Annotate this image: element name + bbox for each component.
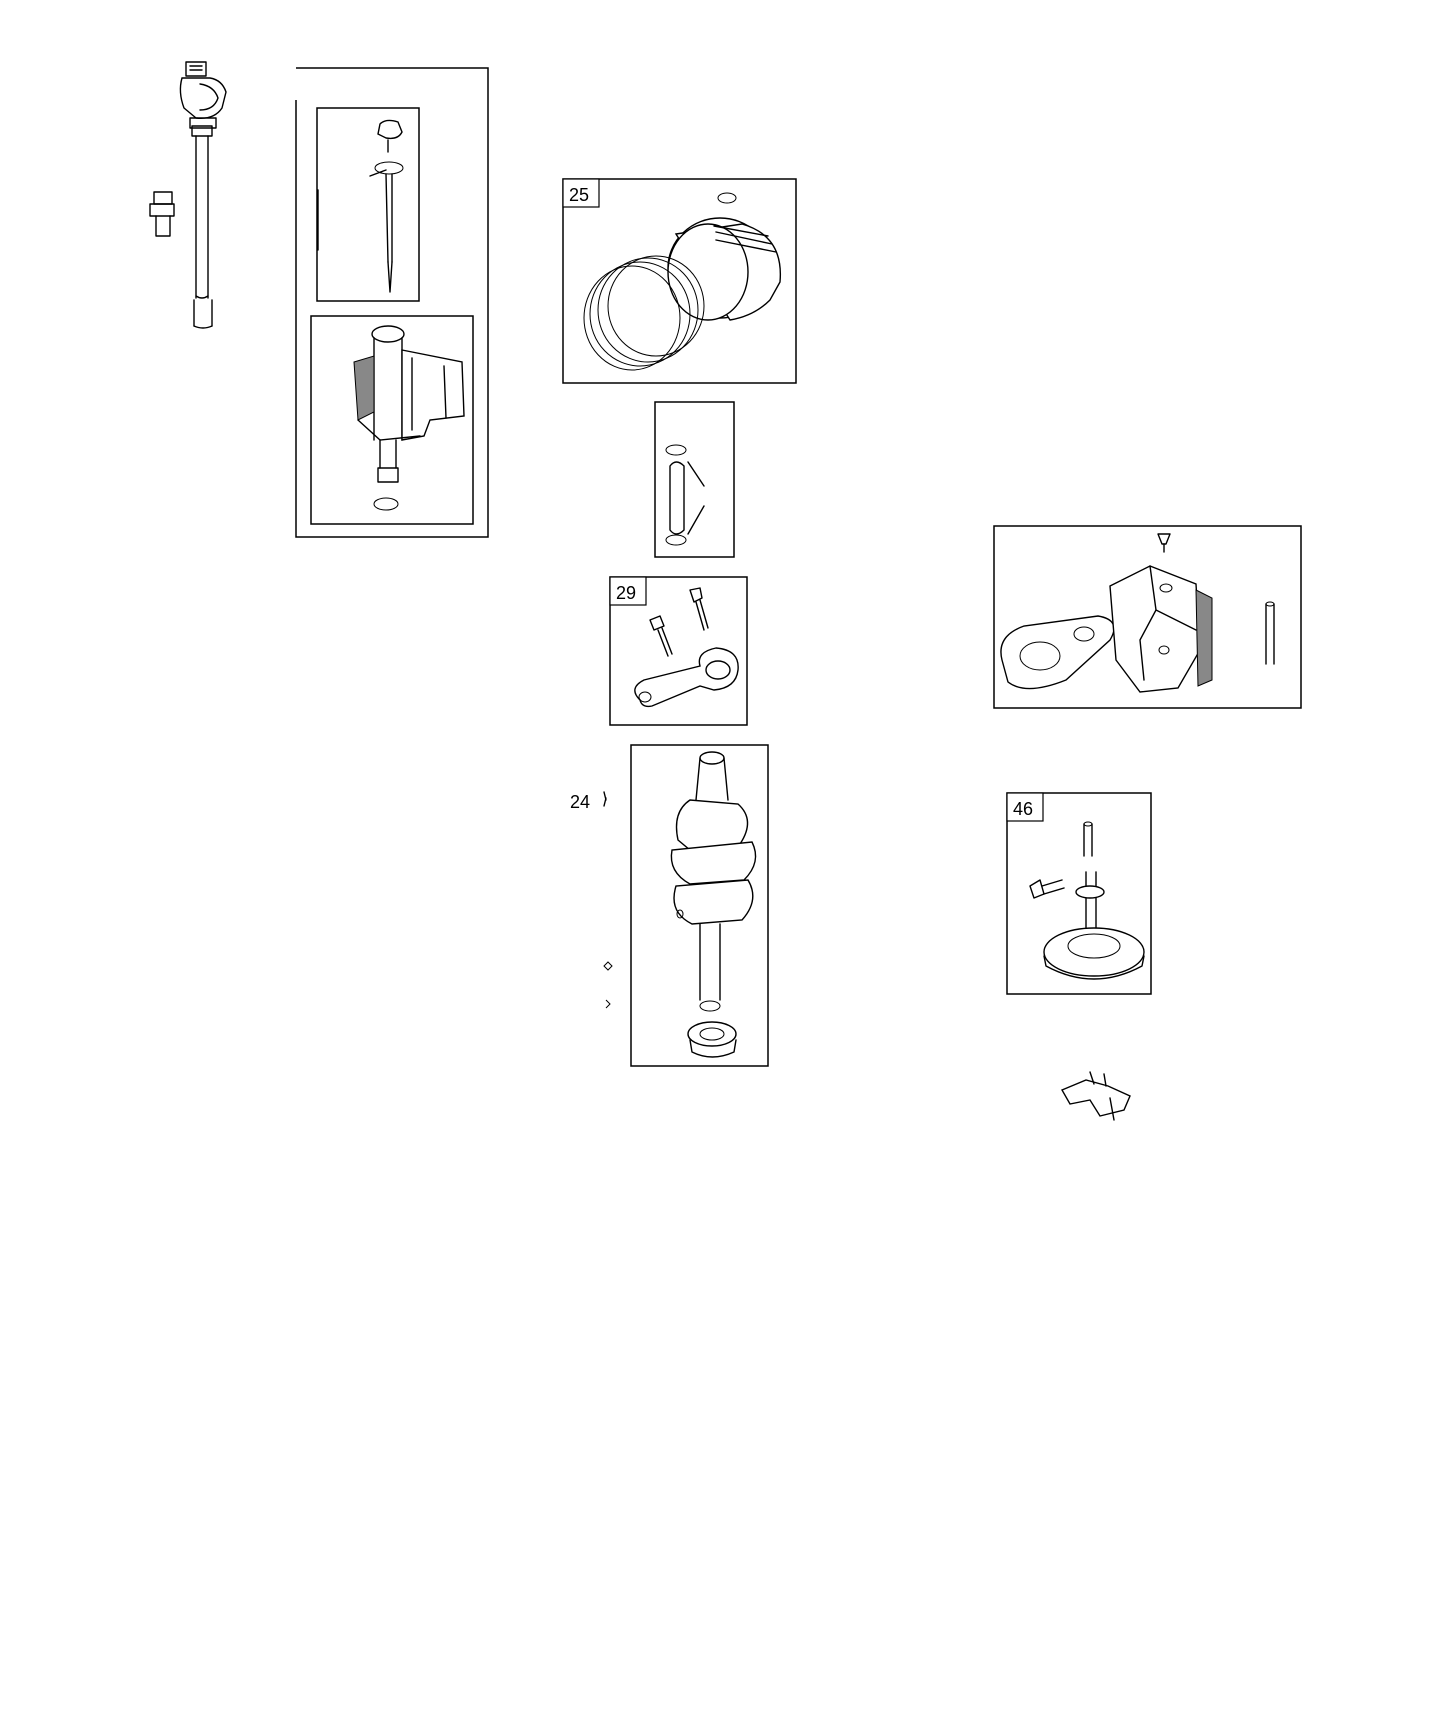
dipstick-box (316, 107, 420, 302)
oval-bracket (1000, 615, 1115, 690)
callout-24: 24 (570, 792, 590, 812)
dipstick-breather-kit (295, 67, 489, 538)
breather-tube-box (310, 315, 474, 525)
connecting-rod-box: 29 (609, 576, 748, 726)
governor-bracket-kit-box (993, 525, 1302, 709)
callout-29: 29 (616, 583, 636, 603)
governor-linkage (1060, 1071, 1131, 1121)
piston-rings (583, 255, 705, 371)
crankshaft-gear (687, 1021, 737, 1058)
dipstick-tube-assembly (179, 61, 227, 329)
oil-fill-plug (149, 191, 175, 237)
crankshaft (670, 751, 757, 1012)
callout-46: 46 (1013, 799, 1033, 819)
camshaft-box: 46 (1006, 792, 1152, 995)
crankshaft-box: 24 (570, 744, 769, 1067)
piston-pin-box (654, 401, 735, 558)
governor-bracket (1109, 565, 1213, 693)
piston-ring-kit-box: 25 (562, 178, 797, 384)
piston (667, 217, 782, 321)
camshaft (1043, 871, 1145, 980)
callout-25: 25 (569, 185, 589, 205)
